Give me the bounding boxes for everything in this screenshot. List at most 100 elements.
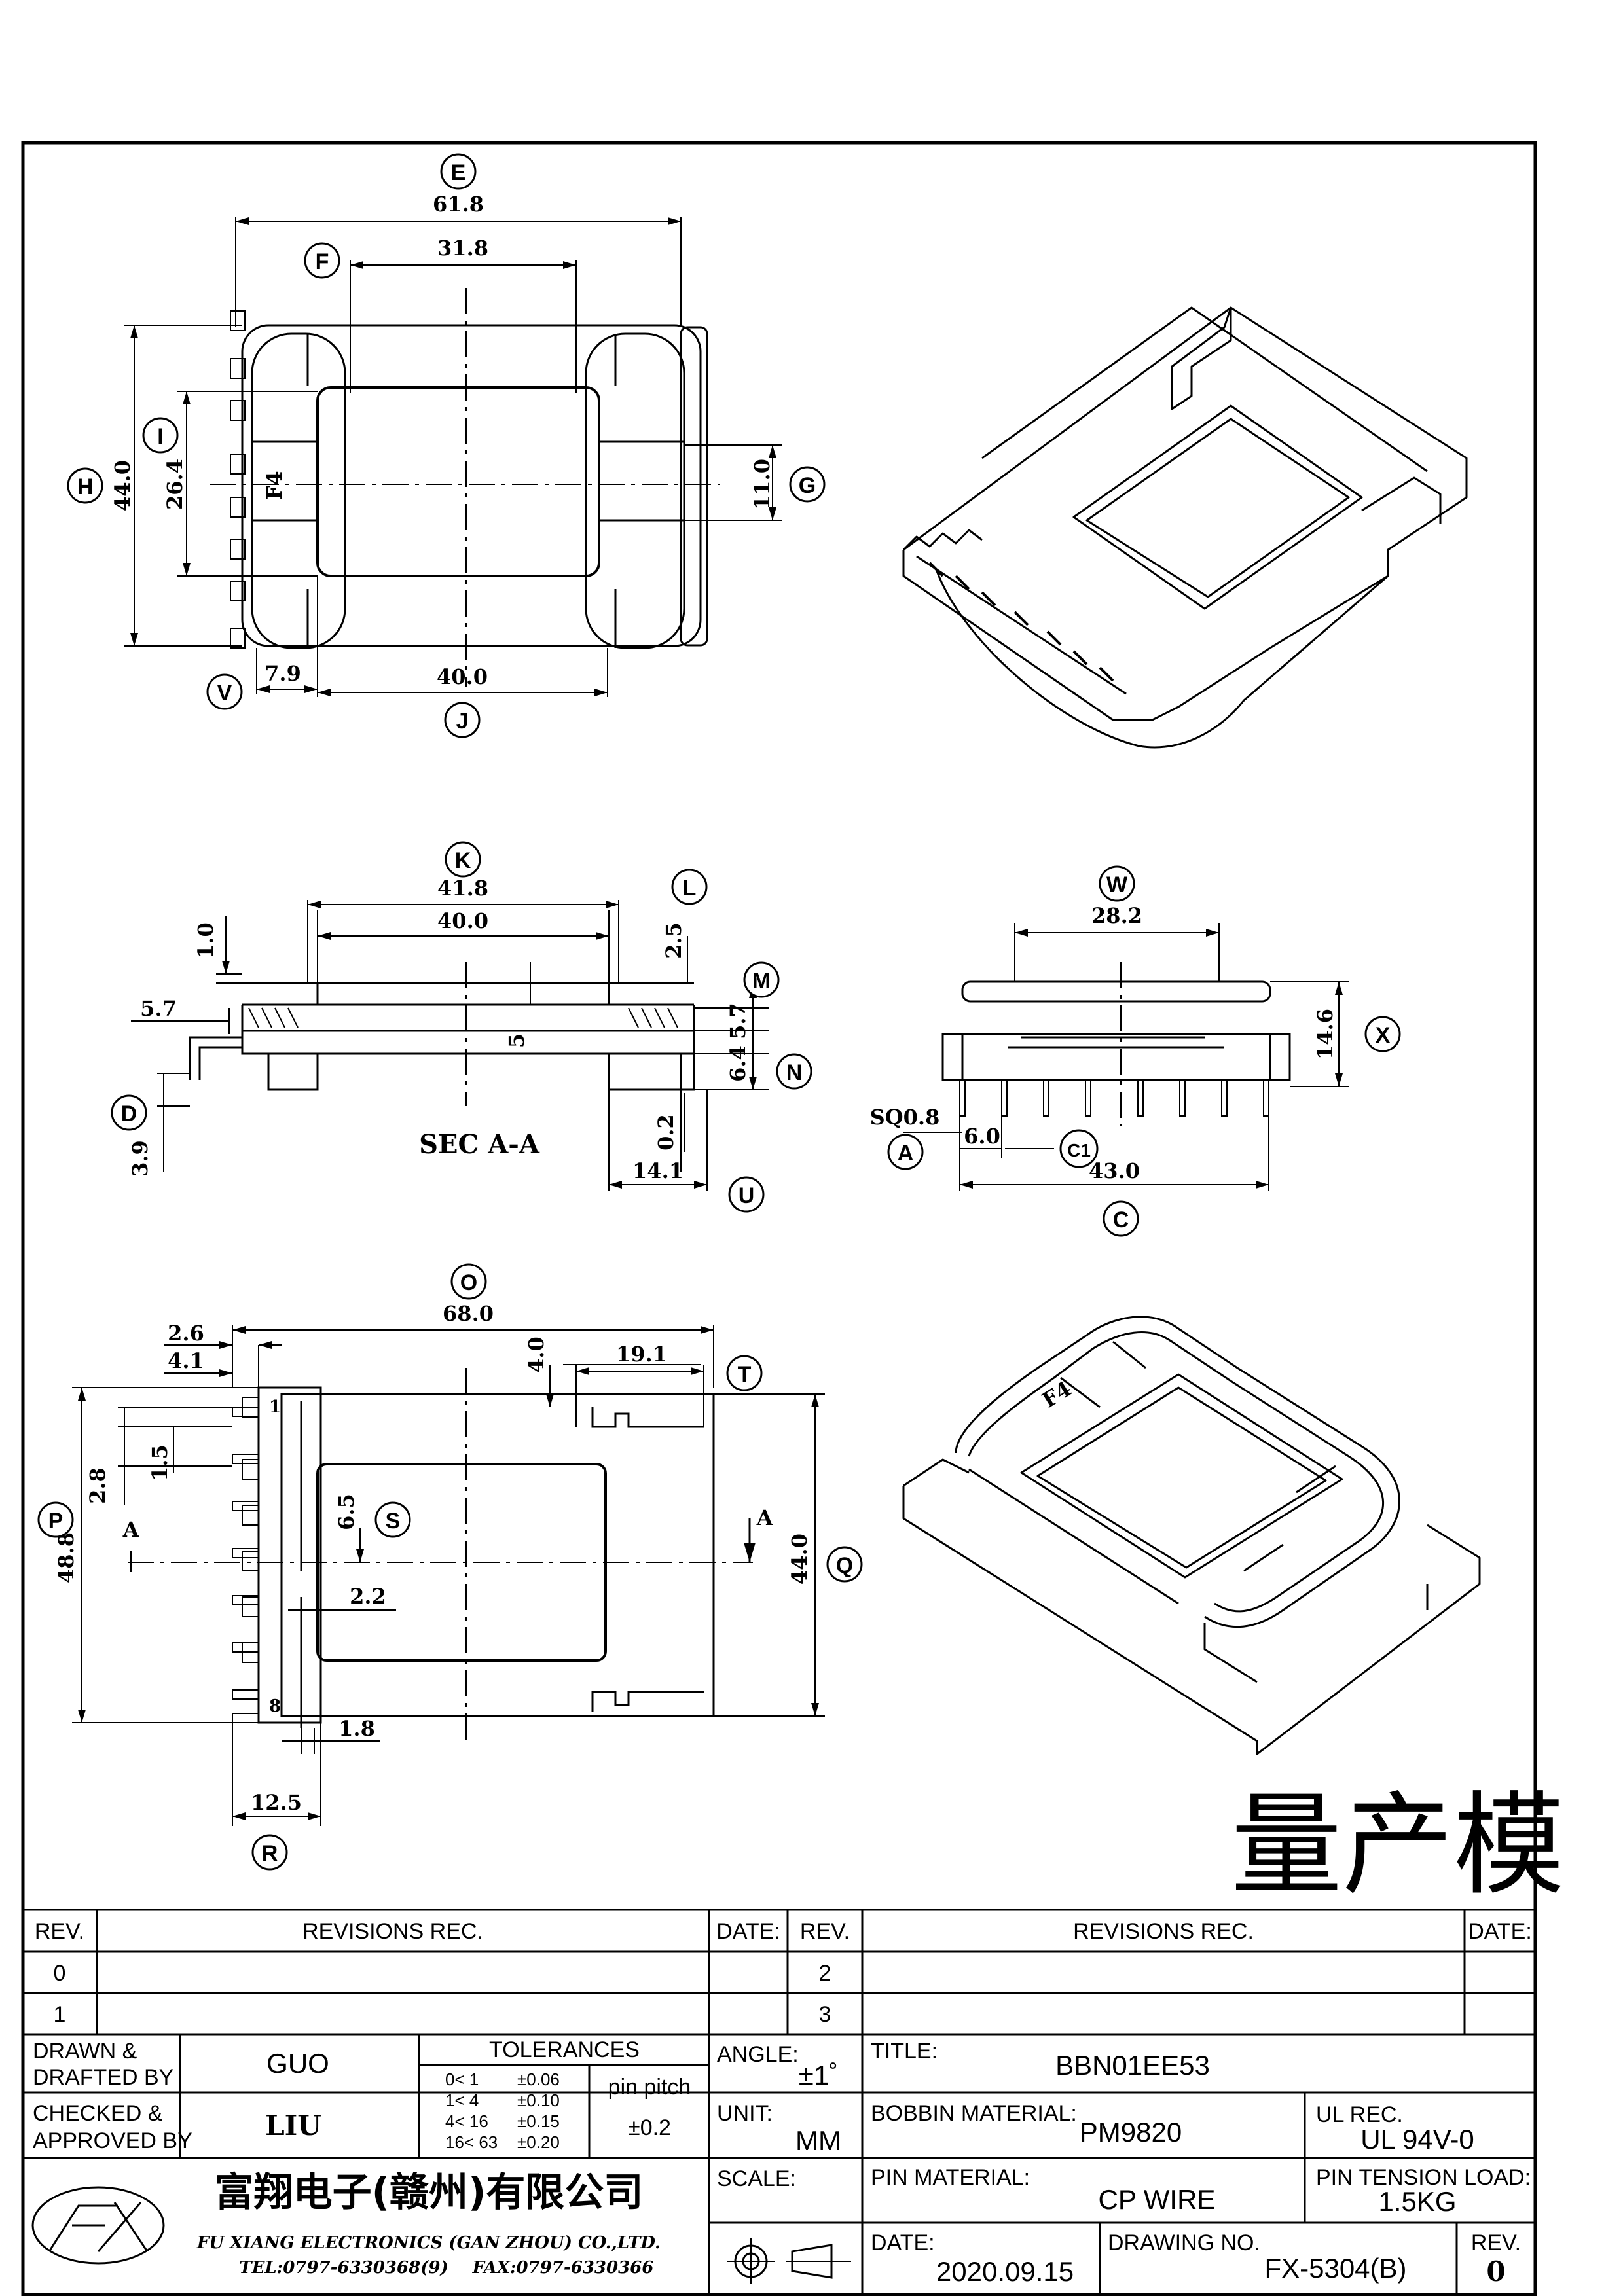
drawn-by-value: GUO xyxy=(266,2048,329,2079)
svg-text:X: X xyxy=(1376,1023,1391,1048)
checked-label-2: APPROVED BY xyxy=(33,2128,192,2153)
top-view xyxy=(124,217,782,697)
pin-last-label: 8 xyxy=(269,1696,281,1716)
svg-text:P: P xyxy=(48,1509,64,1534)
tolerances-label: TOLERANCES xyxy=(489,2037,640,2062)
production-stamp: 量产模 xyxy=(1231,1781,1565,1910)
drawn-label-2: DRAFTED BY xyxy=(33,2065,173,2090)
revisions-header-left: REVISIONS REC. xyxy=(302,1919,483,1944)
dim-t1-value: 1.0 xyxy=(193,922,218,959)
pin-pitch-label: pin pitch xyxy=(608,2075,691,2100)
dim-o-value: 68.0 xyxy=(443,1301,494,1326)
callout-a: A xyxy=(887,1134,924,1170)
dim-d-value: 3.9 xyxy=(128,1140,153,1177)
dim-r-value: 12.5 xyxy=(251,1790,302,1815)
dim-i-value: 26.4 xyxy=(162,459,187,510)
svg-text:C1: C1 xyxy=(1067,1140,1091,1160)
callout-t: T xyxy=(726,1355,763,1391)
callout-j: J xyxy=(444,702,481,738)
tol-value-1: ±0.10 xyxy=(517,2090,560,2110)
callout-k: K xyxy=(445,841,481,878)
company-name-cn: 富翔电子(赣州)有限公司 xyxy=(215,2170,644,2215)
callout-o: O xyxy=(450,1263,487,1300)
company-tel: TEL:0797-6330368(9) xyxy=(239,2258,448,2278)
tol-value-3: ±0.20 xyxy=(517,2132,560,2152)
rev-row-3: 3 xyxy=(819,2002,831,2027)
dim-26-value: 2.6 xyxy=(168,1321,204,1346)
dim-s57-value: 5.7 xyxy=(725,1003,750,1039)
bottom-view xyxy=(72,1325,825,1826)
dim-15-value: 1.5 xyxy=(147,1444,172,1481)
dim-f-value: 31.8 xyxy=(437,236,488,260)
company-name-en: FU XIANG ELECTRONICS (GAN ZHOU) CO.,LTD. xyxy=(196,2233,661,2253)
rev-value: 0 xyxy=(1486,2255,1505,2287)
title-block xyxy=(22,2033,1537,2296)
rev-row-0: 0 xyxy=(54,1961,66,1986)
end-view xyxy=(903,923,1349,1191)
scale-label: SCALE: xyxy=(717,2166,796,2191)
svg-text:R: R xyxy=(262,1841,278,1866)
f4-mark: F4 xyxy=(262,471,287,501)
revision-table xyxy=(22,1909,1537,2036)
svg-text:I: I xyxy=(157,424,163,449)
company-logo xyxy=(31,2186,165,2265)
dim-k2-value: 40.0 xyxy=(437,908,488,933)
pin-material-value: CP WIRE xyxy=(1099,2184,1216,2215)
revisions-header-right: REVISIONS REC. xyxy=(1073,1919,1254,1944)
svg-text:H: H xyxy=(77,475,94,499)
section-view xyxy=(131,900,769,1191)
dim-22-value: 2.2 xyxy=(350,1584,386,1609)
dim-18-value: 1.8 xyxy=(338,1716,375,1741)
ul-rec-value: UL 94V-0 xyxy=(1360,2124,1474,2155)
section-caption: SEC A-A xyxy=(419,1129,540,1160)
company-fax: FAX:0797-6330366 xyxy=(472,2258,654,2278)
dim-h-value: 44.0 xyxy=(110,460,135,511)
svg-text:L: L xyxy=(683,876,697,901)
dim-c-value: 43.0 xyxy=(1089,1158,1140,1183)
bobbin-material-label: BOBBIN MATERIAL: xyxy=(871,2101,1077,2126)
unit-value: MM xyxy=(795,2125,841,2156)
svg-text:J: J xyxy=(456,709,469,734)
dim-p5-value: 5 xyxy=(504,1033,529,1048)
dim-e-value: 61.8 xyxy=(433,192,484,217)
sheet-border xyxy=(21,141,1537,2296)
callout-u: U xyxy=(728,1176,765,1213)
dim-a-value: 6.0 xyxy=(964,1124,1000,1149)
dim-41-value: 4.1 xyxy=(168,1348,204,1373)
dim-x-value: 14.6 xyxy=(1313,1009,1338,1060)
dim-l-value: 2.5 xyxy=(661,922,686,959)
iso-view-bottom xyxy=(902,1316,1481,1755)
callout-p: P xyxy=(37,1501,74,1538)
tol-value-0: ±0.06 xyxy=(517,2070,560,2089)
svg-text:S: S xyxy=(386,1509,401,1534)
title-label: TITLE: xyxy=(871,2039,938,2064)
tol-range-1: 1< 4 xyxy=(445,2090,479,2110)
iso-f4-mark: F4 xyxy=(1038,1376,1076,1413)
dim-u-value: 14.1 xyxy=(632,1158,684,1183)
callout-q: Q xyxy=(826,1546,863,1583)
dim-g-value: 11.0 xyxy=(750,459,775,510)
angle-value: ±1˚ xyxy=(799,2060,838,2090)
rev-label: REV. xyxy=(1471,2231,1521,2255)
dim-m57-value: 5.7 xyxy=(140,996,177,1021)
callout-v: V xyxy=(206,673,243,710)
callout-f: F xyxy=(304,242,340,279)
dim-w-value: 28.2 xyxy=(1091,903,1142,928)
rev-row-2: 2 xyxy=(819,1961,831,1986)
callout-g: G xyxy=(789,466,826,503)
callout-r: R xyxy=(251,1834,288,1871)
dim-40-value: 4.0 xyxy=(524,1336,549,1373)
projection-symbol xyxy=(727,2238,851,2284)
dim-sq-value: SQ0.8 xyxy=(870,1105,940,1130)
dim-k-value: 41.8 xyxy=(437,876,488,901)
pin-tension-label: PIN TENSION LOAD: xyxy=(1316,2165,1531,2190)
iso-view-top xyxy=(902,306,1468,749)
title-value: BBN01EE53 xyxy=(1055,2050,1210,2081)
callout-d: D xyxy=(111,1094,147,1131)
dim-z-value: 0.2 xyxy=(653,1114,678,1151)
svg-text:F: F xyxy=(316,249,329,274)
checked-by-value: LIU xyxy=(265,2109,321,2142)
date-label: DATE: xyxy=(871,2231,935,2255)
dim-j-value: 40.0 xyxy=(437,664,488,689)
